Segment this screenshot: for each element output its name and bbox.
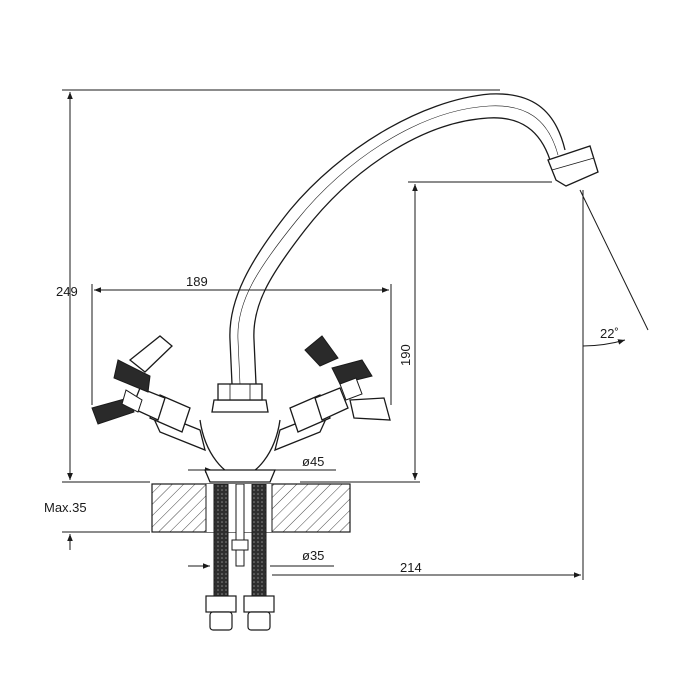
left-cross-handle-icon <box>91 335 173 425</box>
swivel-angle-label: 22˚ <box>600 326 619 341</box>
hole-diameter-label: ø35 <box>302 548 324 563</box>
dimension-lines <box>62 89 649 582</box>
spout-height-label: 190 <box>398 344 413 366</box>
aerator <box>547 145 599 187</box>
height-total-label: 249 <box>56 284 78 299</box>
right-valve <box>274 387 349 452</box>
countertop-section <box>151 483 351 533</box>
mixer-body <box>199 383 281 483</box>
max-thickness-label: Max.35 <box>44 500 87 515</box>
right-cross-handle-icon <box>304 335 391 421</box>
spout-reach-label: 214 <box>400 560 422 575</box>
base-diameter-label: ø45 <box>302 454 324 469</box>
spout <box>229 93 566 385</box>
left-valve <box>131 387 206 452</box>
handle-span-label: 189 <box>186 274 208 289</box>
supply-hoses <box>205 483 275 631</box>
